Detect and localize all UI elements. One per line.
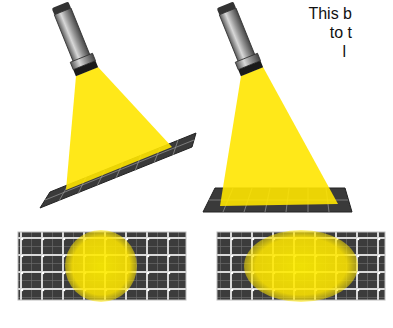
light-beam	[66, 67, 172, 190]
text-fragment: l	[342, 43, 346, 61]
flashlight	[214, 0, 263, 76]
panel-top-view	[18, 230, 186, 302]
light-beam	[220, 67, 338, 206]
text-fragment: to t	[330, 24, 352, 42]
flashlight	[49, 0, 98, 76]
text-fragment: This b	[308, 5, 352, 23]
panel-top-view	[217, 230, 385, 302]
